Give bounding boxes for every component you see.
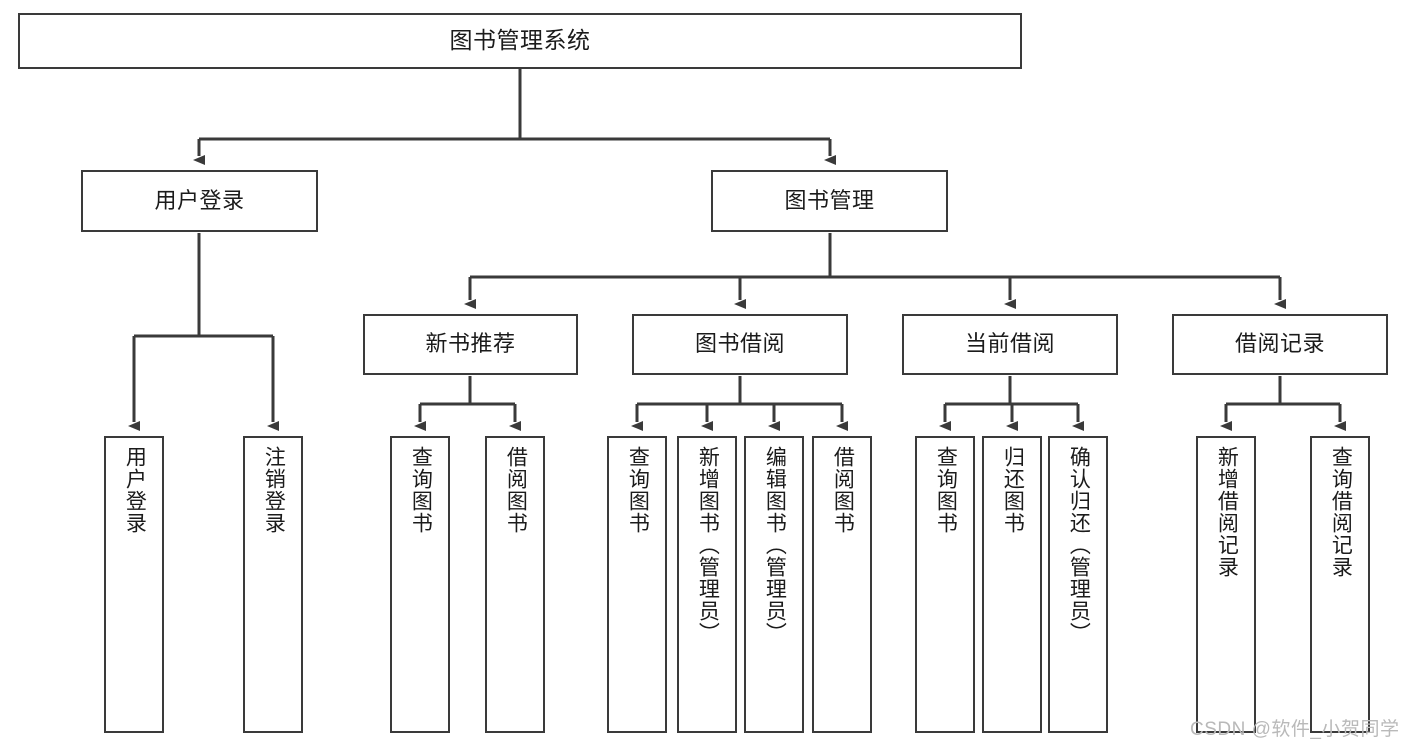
node-label: 查询借阅记录 [1329, 446, 1353, 578]
node-label: 新增借阅记录 [1215, 446, 1239, 578]
leaf-confirm-return-admin[interactable]: 确认归还（管理员） [1048, 436, 1108, 733]
node-label: 用户登录 [154, 187, 245, 213]
leaf-edit-book-admin[interactable]: 编辑图书（管理员） [744, 436, 804, 733]
leaf-query-borrow-record[interactable]: 查询借阅记录 [1310, 436, 1370, 733]
node-current-borrow[interactable]: 当前借阅 [902, 314, 1118, 375]
leaf-borrow-book[interactable]: 借阅图书 [812, 436, 872, 733]
leaf-query-book-recommend[interactable]: 查询图书 [390, 436, 450, 733]
node-new-book-recommend[interactable]: 新书推荐 [363, 314, 578, 375]
node-label: 查询图书 [626, 446, 650, 534]
leaf-borrow-book-recommend[interactable]: 借阅图书 [485, 436, 545, 733]
watermark: CSDN @软件_小贺同学 [1190, 719, 1400, 740]
leaf-query-book-borrow[interactable]: 查询图书 [607, 436, 667, 733]
node-label: 确认归还（管理员） [1067, 446, 1091, 644]
node-label: 图书管理 [784, 187, 875, 213]
node-label: 借阅图书 [831, 446, 855, 534]
node-borrow-record[interactable]: 借阅记录 [1172, 314, 1388, 375]
leaf-return-book[interactable]: 归还图书 [982, 436, 1042, 733]
leaf-add-book-admin[interactable]: 新增图书（管理员） [677, 436, 737, 733]
node-label: 新增图书（管理员） [696, 446, 720, 644]
leaf-add-borrow-record[interactable]: 新增借阅记录 [1196, 436, 1256, 733]
node-label: 图书管理系统 [449, 27, 591, 54]
node-label: 新书推荐 [425, 331, 516, 357]
node-label: 查询图书 [409, 446, 433, 534]
node-label: 借阅图书 [504, 446, 528, 534]
leaf-user-login[interactable]: 用户登录 [104, 436, 164, 733]
leaf-logout[interactable]: 注销登录 [243, 436, 303, 733]
leaf-query-book-current[interactable]: 查询图书 [915, 436, 975, 733]
node-label: 借阅记录 [1234, 331, 1325, 357]
node-book-borrow[interactable]: 图书借阅 [632, 314, 848, 375]
node-label: 编辑图书（管理员） [763, 446, 787, 644]
node-label: 归还图书 [1001, 446, 1025, 534]
node-label: 用户登录 [123, 446, 147, 534]
node-label: 图书借阅 [694, 331, 785, 357]
node-root[interactable]: 图书管理系统 [18, 13, 1022, 69]
node-label: 当前借阅 [964, 331, 1055, 357]
node-book-management[interactable]: 图书管理 [711, 170, 948, 232]
node-label: 查询图书 [934, 446, 958, 534]
node-user-login[interactable]: 用户登录 [81, 170, 318, 232]
node-label: 注销登录 [262, 446, 286, 534]
